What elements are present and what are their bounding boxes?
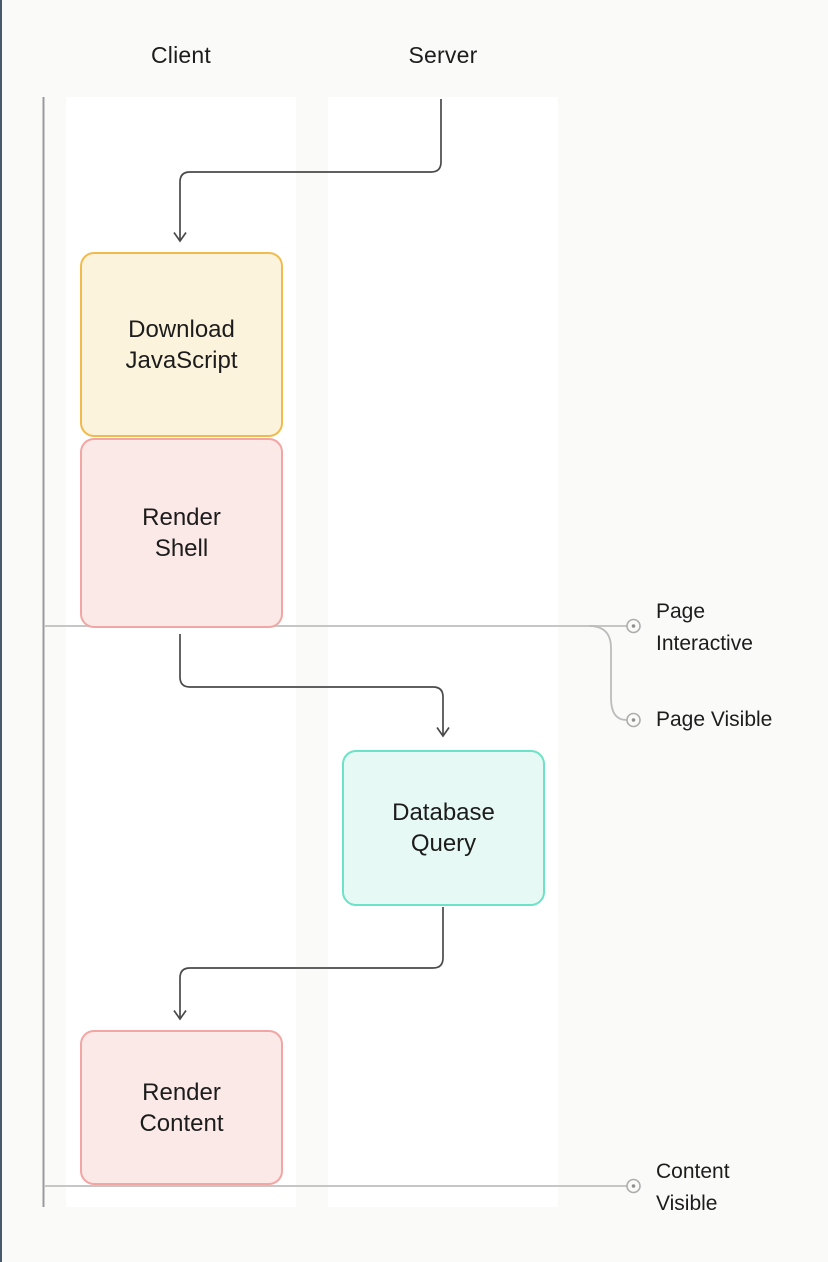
- node-render-shell: Render Shell: [80, 438, 283, 628]
- column-header-client: Client: [150, 42, 211, 68]
- milestone-label-line: Visible: [656, 1192, 718, 1215]
- node-label-line: Query: [410, 830, 477, 857]
- milestone-label-line: Content: [656, 1160, 730, 1183]
- milestone-label-line: Page Visible: [656, 708, 773, 731]
- milestone-label-line: Page: [656, 600, 706, 623]
- page-left-border: [0, 0, 2, 1262]
- node-label-line: Render: [142, 504, 221, 531]
- node-label-line: Database: [392, 799, 495, 826]
- column-header-server: Server: [408, 42, 478, 68]
- node-label-line: Render: [142, 1078, 221, 1106]
- milestone-label-line: Interactive: [656, 632, 753, 655]
- node-label-line: Content: [139, 1109, 224, 1137]
- milestone-label-page-visible: Page Visible: [656, 704, 772, 736]
- node-render-content: Render Content: [80, 1030, 283, 1185]
- milestone-label-content-visible: Content Visible: [656, 1156, 730, 1220]
- milestone-marker-page-visible: [626, 712, 641, 728]
- milestone-fork-page-visible: [588, 625, 627, 721]
- node-label-line: JavaScript: [125, 346, 238, 374]
- milestone-label-page-interactive: Page Interactive: [656, 596, 753, 660]
- node-download-javascript: Download JavaScript: [80, 252, 283, 437]
- node-database-query: Database Query: [342, 750, 545, 906]
- milestone-marker-content-visible: [626, 1178, 641, 1194]
- node-label-line: Shell: [154, 535, 209, 562]
- server-lane-background: [328, 97, 558, 1207]
- node-label-line: Download: [128, 315, 235, 343]
- milestone-marker-page-interactive: [626, 618, 641, 634]
